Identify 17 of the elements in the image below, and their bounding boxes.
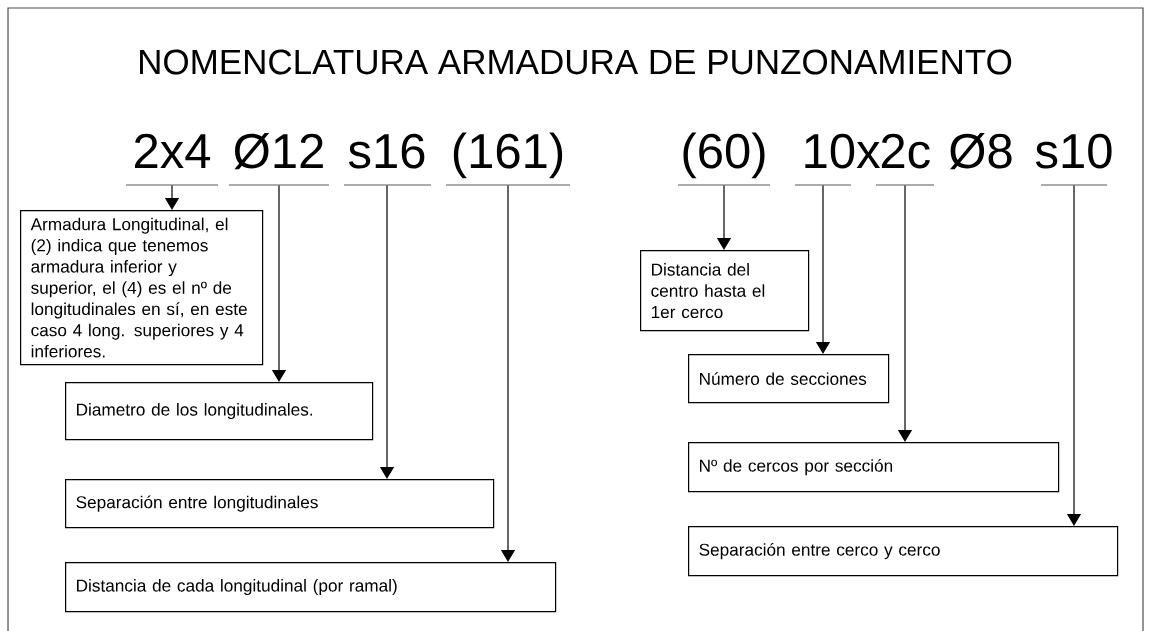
title: NOMENCLATURA ARMADURA DE PUNZONAMIENTO [140, 49, 1012, 75]
text-box: Separación entre longitudinales [65, 479, 495, 529]
code-token: (161) [445, 132, 571, 186]
code-token: Ø12 [228, 132, 330, 186]
text-box: Armadura Longitudinal, el (2) indica que tenemos armadura inferior y superior, el (4) es el nº de longitudinales en sí, en este caso 4 long. superiores y 4 inferiores. [20, 210, 264, 366]
text-box: Nº de cercos por sección [688, 442, 1060, 493]
text-box: Distancia del centro hasta el 1er cerco [640, 250, 810, 332]
text-box: Número de secciones [688, 354, 890, 404]
code-token: s10 [1035, 133, 1112, 186]
text-box: Diametro de los longitudinales. [65, 382, 374, 441]
code-token: (60) [677, 132, 771, 186]
code-token: Ø8 [950, 132, 1012, 170]
text-box: Distancia de cada longitudinal (por ramal) [65, 562, 557, 613]
code-token: 2x4 [125, 133, 219, 186]
code-token: 10x [794, 133, 881, 186]
code-token: s16 [343, 133, 432, 186]
text-box: Separación entre cerco y cerco [688, 526, 1119, 577]
